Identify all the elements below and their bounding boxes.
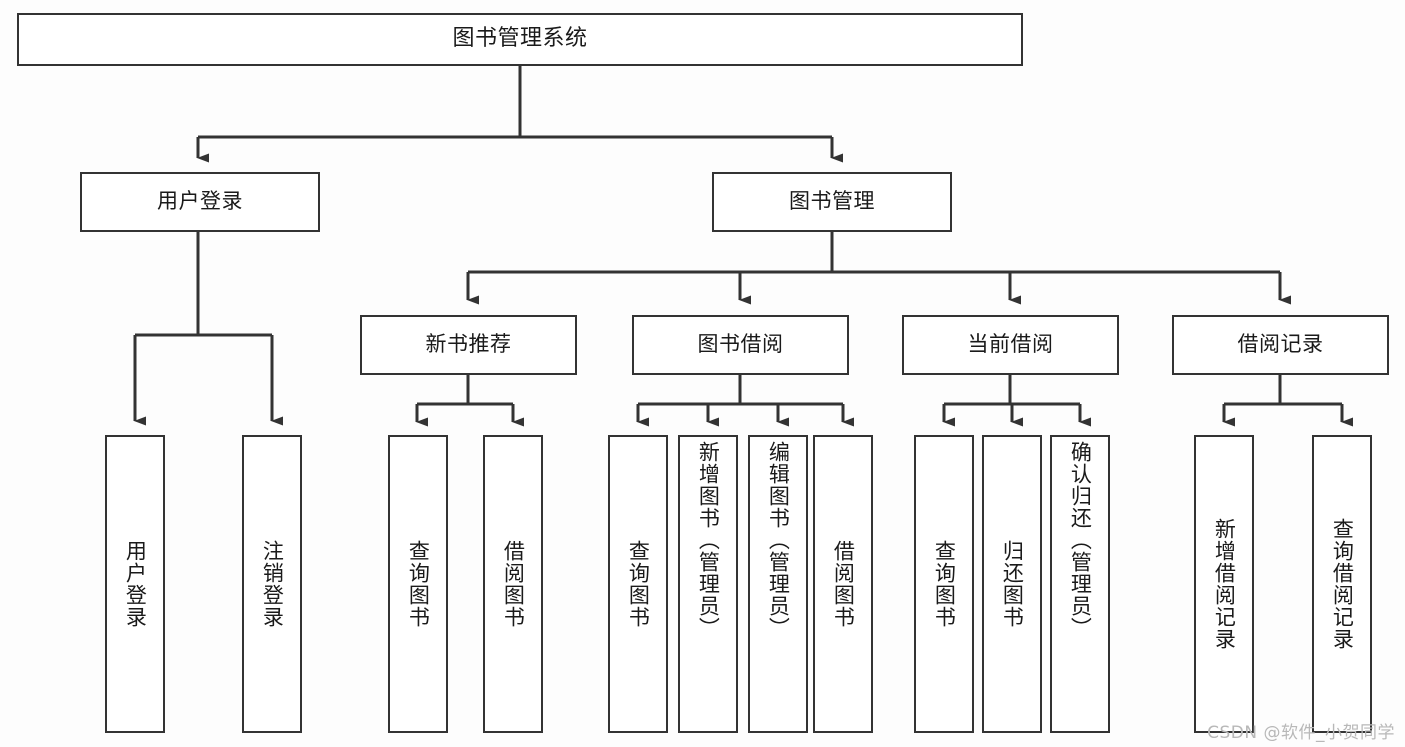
leaf-current-borrow-query-book[interactable]: 查询图书 — [914, 435, 974, 733]
leaf-user-login-logout[interactable]: 注销登录 — [242, 435, 302, 733]
node-label: 图书管理系统 — [452, 26, 588, 52]
leaf-current-borrow-return-book[interactable]: 归还图书 — [982, 435, 1042, 733]
node-label: 图书管理 — [789, 189, 875, 214]
leaf-book-borrow-edit-book-admin[interactable]: 编辑图书（管理员） — [748, 435, 808, 733]
node-current-borrow[interactable]: 当前借阅 — [902, 315, 1119, 375]
node-label: 查询借阅记录 — [1330, 518, 1355, 650]
leaf-book-borrow-add-book-admin[interactable]: 新增图书（管理员） — [678, 435, 738, 733]
node-label: 新增图书（管理员） — [696, 441, 721, 639]
node-label: 用户登录 — [123, 540, 148, 628]
node-label: 查询图书 — [932, 540, 957, 628]
node-user-login[interactable]: 用户登录 — [80, 172, 320, 232]
leaf-user-login-login[interactable]: 用户登录 — [105, 435, 165, 733]
node-label: 借阅图书 — [831, 540, 856, 628]
node-label: 借阅图书 — [501, 540, 526, 628]
leaf-new-book-query-book[interactable]: 查询图书 — [388, 435, 448, 733]
node-label: 注销登录 — [260, 540, 285, 628]
leaf-borrow-record-add-record[interactable]: 新增借阅记录 — [1194, 435, 1254, 733]
leaf-current-borrow-confirm-return-admin[interactable]: 确认归还（管理员） — [1050, 435, 1110, 733]
node-book-borrow[interactable]: 图书借阅 — [632, 315, 849, 375]
leaf-book-borrow-query-book[interactable]: 查询图书 — [608, 435, 668, 733]
node-label: 当前借阅 — [967, 332, 1054, 357]
node-label: 编辑图书（管理员） — [766, 441, 791, 639]
node-label: 查询图书 — [406, 540, 431, 628]
node-label: 新书推荐 — [425, 332, 512, 357]
node-label: 查询图书 — [626, 540, 651, 628]
node-label: 确认归还（管理员） — [1068, 441, 1093, 639]
node-label: 用户登录 — [157, 189, 243, 214]
node-label: 归还图书 — [1000, 540, 1025, 628]
leaf-borrow-record-query-record[interactable]: 查询借阅记录 — [1312, 435, 1372, 733]
leaf-new-book-borrow-book[interactable]: 借阅图书 — [483, 435, 543, 733]
leaf-book-borrow-borrow-book[interactable]: 借阅图书 — [813, 435, 873, 733]
csdn-watermark: CSDN @软件_小贺同学 — [1207, 723, 1395, 743]
node-root-book-management-system[interactable]: 图书管理系统 — [17, 13, 1023, 66]
node-label: 新增借阅记录 — [1212, 518, 1237, 650]
node-borrow-record[interactable]: 借阅记录 — [1172, 315, 1389, 375]
node-new-book-recommend[interactable]: 新书推荐 — [360, 315, 577, 375]
node-label: 图书借阅 — [697, 332, 784, 357]
node-book-management[interactable]: 图书管理 — [712, 172, 952, 232]
node-label: 借阅记录 — [1237, 332, 1324, 357]
